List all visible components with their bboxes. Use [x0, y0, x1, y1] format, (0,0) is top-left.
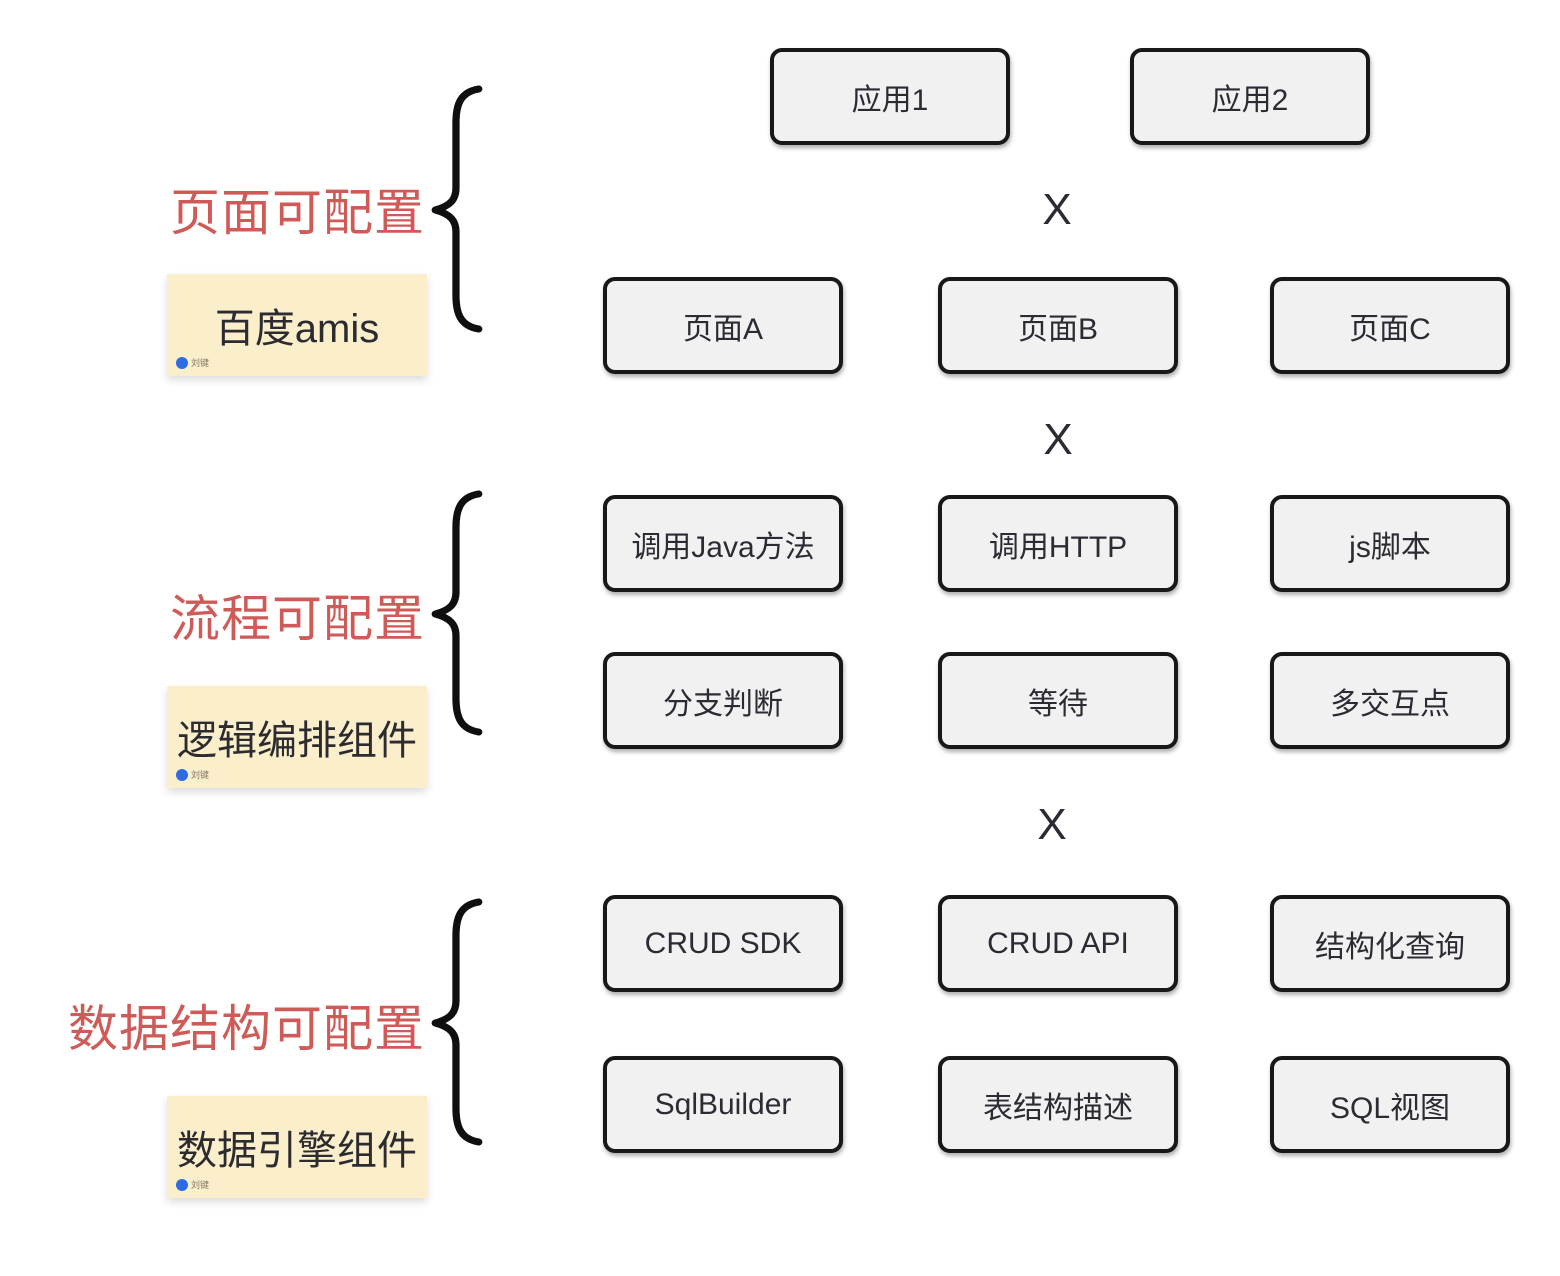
multiply-separator-3[interactable]: X: [1037, 800, 1067, 849]
author-chip: 刘键: [176, 1178, 209, 1191]
node-page-b[interactable]: 页面B: [938, 277, 1178, 374]
section-label-flow[interactable]: 流程可配置: [170, 591, 425, 647]
curly-brace-icon[interactable]: [428, 897, 486, 1147]
curly-brace-icon[interactable]: [428, 84, 486, 334]
tag-baidu-amis[interactable]: 百度amis 刘键: [167, 274, 427, 376]
avatar-icon: [176, 1178, 188, 1191]
author-name: 刘键: [191, 1180, 210, 1190]
tag-label: 数据引擎组件: [177, 1129, 417, 1173]
node-call-http[interactable]: 调用HTTP: [938, 495, 1178, 592]
author-name: 刘键: [191, 358, 210, 368]
multiply-separator-2[interactable]: X: [1043, 415, 1073, 464]
node-branch[interactable]: 分支判断: [603, 652, 843, 749]
avatar-icon: [176, 356, 188, 369]
node-page-c[interactable]: 页面C: [1270, 277, 1510, 374]
curly-brace-icon[interactable]: [428, 489, 486, 737]
author-chip: 刘键: [176, 356, 209, 369]
node-js-script[interactable]: js脚本: [1270, 495, 1510, 592]
node-crud-sdk[interactable]: CRUD SDK: [603, 895, 843, 992]
node-sql-view[interactable]: SQL视图: [1270, 1056, 1510, 1153]
author-name: 刘键: [191, 770, 210, 780]
tag-data-engine-components[interactable]: 数据引擎组件 刘键: [167, 1096, 427, 1198]
tag-logic-components[interactable]: 逻辑编排组件 刘键: [167, 686, 427, 788]
tag-label: 逻辑编排组件: [177, 719, 417, 763]
node-multi-interaction[interactable]: 多交互点: [1270, 652, 1510, 749]
node-app-2[interactable]: 应用2: [1130, 48, 1370, 145]
node-wait[interactable]: 等待: [938, 652, 1178, 749]
author-chip: 刘键: [176, 768, 209, 781]
node-structured-query[interactable]: 结构化查询: [1270, 895, 1510, 992]
node-sqlbuilder[interactable]: SqlBuilder: [603, 1056, 843, 1153]
section-label-data[interactable]: 数据结构可配置: [68, 1001, 425, 1057]
node-table-schema[interactable]: 表结构描述: [938, 1056, 1178, 1153]
node-call-java[interactable]: 调用Java方法: [603, 495, 843, 592]
avatar-icon: [176, 768, 188, 781]
tag-label: 百度amis: [214, 307, 380, 351]
node-page-a[interactable]: 页面A: [603, 277, 843, 374]
node-crud-api[interactable]: CRUD API: [938, 895, 1178, 992]
multiply-separator-1[interactable]: X: [1042, 185, 1072, 234]
node-app-1[interactable]: 应用1: [770, 48, 1010, 145]
section-label-pages[interactable]: 页面可配置: [170, 185, 425, 241]
